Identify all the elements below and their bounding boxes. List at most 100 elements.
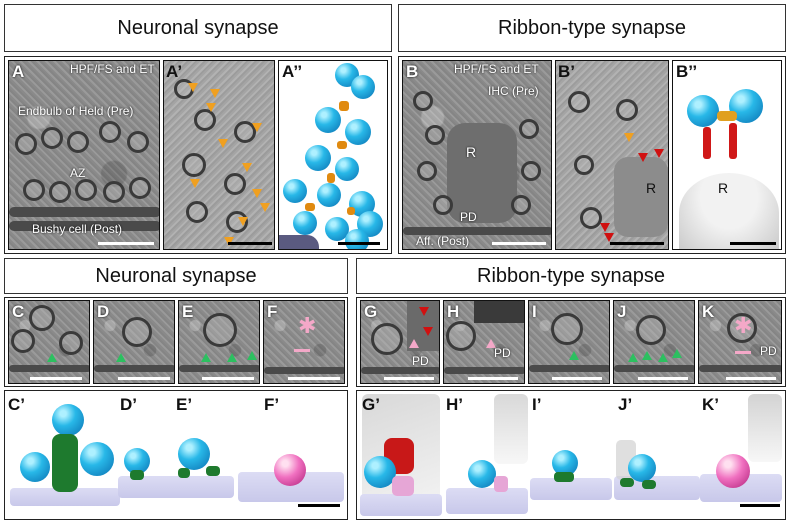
docked-vesicle-model bbox=[274, 454, 306, 486]
az-label: AZ bbox=[70, 166, 86, 180]
red-arrowhead bbox=[600, 223, 610, 232]
vesicle bbox=[551, 313, 583, 345]
tether-model bbox=[327, 173, 335, 183]
vesicle bbox=[11, 329, 35, 353]
ribbon-label: R bbox=[646, 180, 657, 196]
vesicle bbox=[75, 179, 97, 201]
orange-arrowhead bbox=[624, 133, 634, 142]
synaptic-membrane bbox=[403, 227, 551, 235]
vesicle bbox=[511, 195, 531, 215]
vesicle-model bbox=[124, 448, 150, 474]
scale-bar bbox=[384, 377, 434, 380]
vesicle bbox=[127, 131, 149, 153]
panel-label: C’ bbox=[8, 395, 25, 414]
vesicle bbox=[636, 315, 666, 345]
header-ribbon-mid: Ribbon-type synapse bbox=[356, 258, 786, 294]
vesicle bbox=[446, 321, 476, 351]
pd-label: PD bbox=[460, 210, 477, 224]
orange-arrowhead bbox=[190, 179, 200, 188]
vesicle bbox=[616, 99, 638, 121]
green-arrowhead bbox=[116, 353, 126, 362]
header-text: Neuronal synapse bbox=[95, 264, 257, 287]
scale-bar bbox=[492, 242, 546, 245]
panel-label: J bbox=[617, 302, 627, 321]
scale-bar bbox=[98, 242, 154, 245]
vesicle-model bbox=[315, 107, 341, 133]
panel-C-tomogram bbox=[8, 300, 90, 384]
tether-model bbox=[337, 141, 347, 149]
asterisk-marker: ✱ bbox=[734, 313, 753, 338]
red-arrowhead bbox=[423, 327, 433, 336]
vesicle-model bbox=[80, 442, 114, 476]
scale-bar bbox=[298, 504, 340, 507]
panel-K-tomogram: ✱ bbox=[698, 300, 782, 384]
pink-arrowhead bbox=[486, 339, 496, 348]
vesicle-model bbox=[178, 438, 210, 470]
tether-model bbox=[554, 472, 574, 482]
panel-label: E bbox=[182, 302, 194, 321]
ribbon-body bbox=[614, 157, 668, 237]
header-text: Ribbon-type synapse bbox=[477, 264, 665, 287]
orange-arrowhead bbox=[242, 163, 252, 172]
orange-arrowhead bbox=[188, 83, 198, 92]
tether-model bbox=[620, 478, 634, 487]
green-arrowhead bbox=[47, 353, 57, 362]
scale-bar bbox=[288, 377, 340, 380]
asterisk-marker: ✱ bbox=[298, 313, 317, 338]
scale-bar bbox=[610, 242, 664, 245]
red-arrowhead bbox=[638, 153, 648, 162]
panel-label: H bbox=[447, 302, 460, 321]
panel-label: C bbox=[12, 302, 25, 321]
tether-model bbox=[642, 480, 656, 489]
scale-bar bbox=[730, 242, 776, 245]
green-arrowhead bbox=[247, 351, 257, 360]
panel-label: G bbox=[364, 302, 378, 321]
panel-group-neuronal-models bbox=[4, 390, 348, 520]
vesicle bbox=[186, 201, 208, 223]
pd-tether-model bbox=[392, 476, 414, 496]
panel-group-ribbon-models bbox=[356, 390, 786, 520]
tether-model bbox=[305, 203, 315, 211]
vesicle bbox=[103, 181, 125, 203]
pd-tether-model bbox=[494, 476, 508, 492]
vesicle bbox=[574, 155, 594, 175]
vesicle-model bbox=[687, 95, 719, 127]
orange-arrowhead bbox=[218, 139, 228, 148]
panel-label: E’ bbox=[176, 395, 193, 414]
green-arrowhead bbox=[201, 353, 211, 362]
panel-J-tomogram bbox=[613, 300, 695, 384]
tether-model bbox=[52, 434, 78, 492]
panel-group-ribbon bbox=[398, 56, 786, 254]
ribbon-tether-model bbox=[703, 127, 711, 159]
synaptic-membrane bbox=[529, 365, 609, 372]
vesicle bbox=[49, 181, 71, 203]
membrane-model bbox=[446, 488, 528, 514]
vesicle bbox=[568, 91, 590, 113]
green-arrowhead bbox=[658, 353, 668, 362]
pre-label: Endbulb of Held (Pre) bbox=[18, 104, 134, 118]
tether-model bbox=[347, 207, 355, 215]
panel-label: B bbox=[406, 62, 419, 81]
panel-label: D bbox=[97, 302, 110, 321]
orange-arrowhead bbox=[252, 123, 262, 132]
vesicle bbox=[203, 313, 237, 347]
panel-label: I’ bbox=[532, 395, 542, 414]
panel-label: H’ bbox=[446, 395, 463, 414]
orange-arrowhead bbox=[206, 103, 216, 112]
scale-bar bbox=[726, 377, 776, 380]
synaptic-membrane bbox=[614, 365, 694, 372]
red-arrowhead bbox=[419, 307, 429, 316]
vesicle bbox=[41, 127, 63, 149]
header-text: Neuronal synapse bbox=[117, 16, 279, 39]
scale-bar bbox=[118, 377, 170, 380]
orange-arrowhead bbox=[260, 203, 270, 212]
panel-B2-model bbox=[672, 60, 782, 250]
panel-A1-tomogram bbox=[163, 60, 275, 250]
panel-A-tomogram bbox=[8, 60, 160, 250]
orange-arrowhead bbox=[252, 189, 262, 198]
pre-label: IHC (Pre) bbox=[488, 84, 539, 98]
panel-D-tomogram bbox=[93, 300, 175, 384]
pd-label: PD bbox=[412, 354, 429, 368]
panel-label: I bbox=[532, 302, 537, 321]
tether-model bbox=[130, 470, 144, 480]
